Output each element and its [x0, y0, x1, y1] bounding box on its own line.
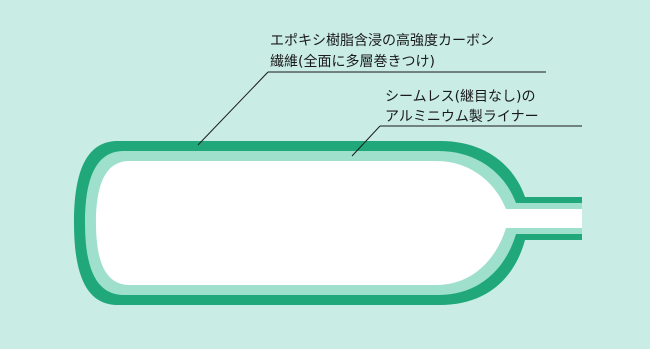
liner-label-line2: アルミニウム製ライナー [385, 109, 539, 125]
liner-leader [351, 125, 582, 157]
liner-leader-diagonal [351, 125, 381, 157]
liner-label-line1: シームレス(継目なし)の [385, 89, 536, 105]
carbon-fiber-label-line2: 繊維(全面に多層巻きつけ) [270, 53, 435, 70]
carbon-fiber-leader [197, 71, 546, 146]
cylinder-interior [96, 161, 582, 285]
carbon-fiber-label-line1: エポキシ樹脂含浸の高強度カーボン [270, 32, 494, 49]
carbon-fiber-leader-diagonal [197, 71, 269, 146]
